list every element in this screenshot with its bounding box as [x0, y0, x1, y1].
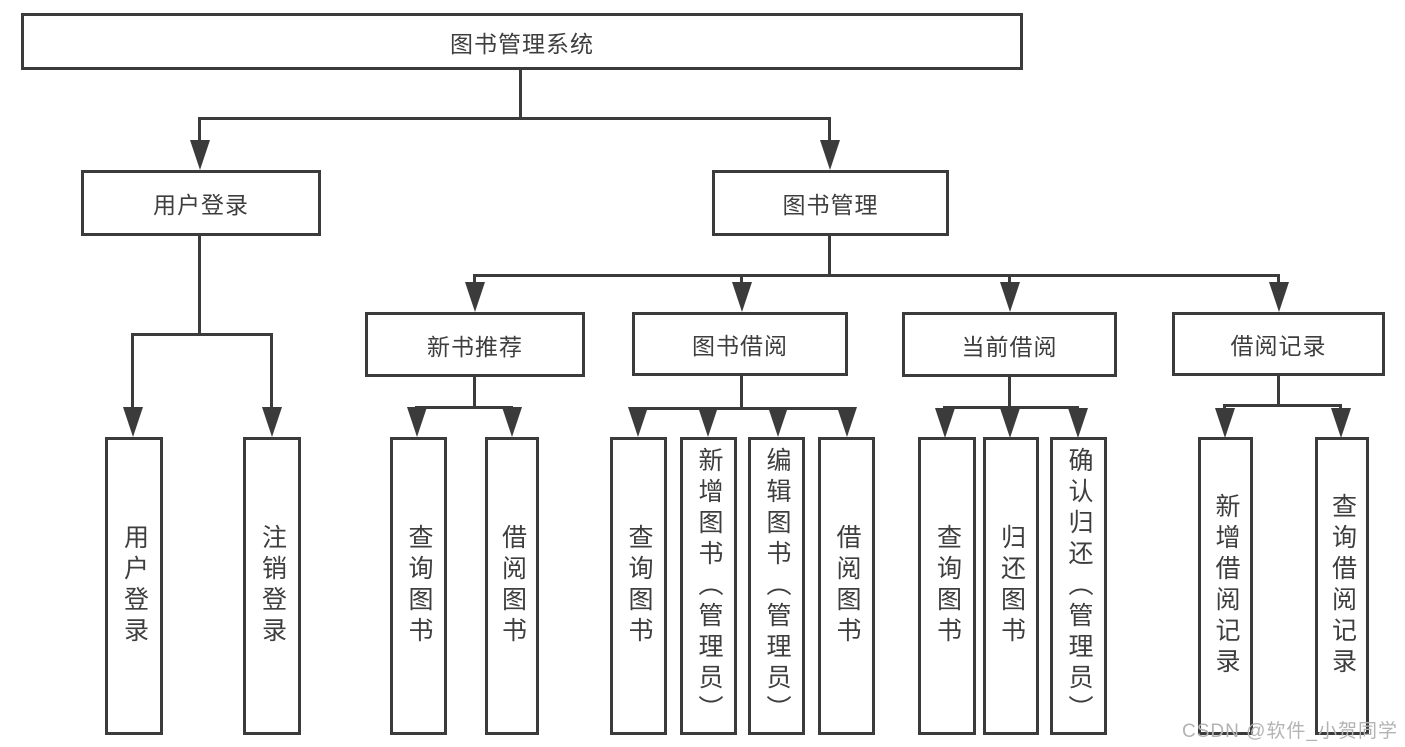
arrow-down-icon [123, 407, 143, 437]
arrow-down-icon [1269, 282, 1289, 312]
connector-line [828, 117, 831, 142]
arrow-down-icon [628, 407, 648, 437]
arrow-down-icon [262, 407, 282, 437]
connector-line [636, 407, 848, 410]
arrow-down-icon [698, 407, 718, 437]
connector-line [198, 117, 831, 120]
leaf-add-borrow-record: 新增借阅记录 [1198, 437, 1253, 735]
node-root: 图书管理系统 [21, 13, 1023, 70]
connector-line [415, 406, 513, 409]
arrow-down-icon [1068, 408, 1088, 438]
connector-line [198, 117, 201, 142]
connector-line [473, 274, 1280, 277]
connector-line [740, 274, 743, 286]
arrow-down-icon [732, 282, 752, 312]
connector-line [1008, 377, 1011, 408]
arrow-down-icon [407, 407, 427, 437]
connector-line [473, 377, 476, 408]
connector-line [519, 69, 522, 118]
arrow-down-icon [502, 407, 522, 437]
arrow-down-icon [768, 407, 788, 437]
connector-line [131, 333, 134, 411]
connector-line [1223, 404, 1342, 407]
connector-line [270, 333, 273, 411]
leaf-user-login: 用户登录 [105, 437, 163, 735]
node-current-borrow: 当前借阅 [902, 312, 1117, 377]
node-book-management: 图书管理 [712, 170, 949, 236]
arrow-down-icon [1000, 408, 1020, 438]
watermark-text: CSDN @软件_小贺同学 [1182, 721, 1398, 742]
leaf-query-borrow-record: 查询借阅记录 [1315, 437, 1369, 735]
leaf-borrow-books-recommend: 借阅图书 [485, 437, 539, 735]
connector-line [1277, 376, 1280, 406]
leaf-logout: 注销登录 [243, 437, 301, 735]
arrow-down-icon [820, 140, 840, 170]
connector-line [131, 333, 273, 336]
arrow-down-icon [1000, 282, 1020, 312]
leaf-query-books-recommend: 查询图书 [390, 437, 447, 735]
node-user-login: 用户登录 [81, 170, 321, 236]
connector-line [828, 236, 831, 276]
arrow-down-icon [935, 408, 955, 438]
arrow-down-icon [190, 140, 210, 170]
leaf-add-books-admin: 新增图书（管理员） [680, 437, 737, 735]
leaf-query-books-current: 查询图书 [918, 437, 976, 735]
connector-line [198, 236, 201, 335]
connector-line [1008, 274, 1011, 286]
arrow-down-icon [1331, 408, 1351, 438]
node-borrow-records: 借阅记录 [1172, 312, 1385, 376]
connector-line [1277, 274, 1280, 286]
arrow-down-icon [1215, 408, 1235, 438]
connector-line [740, 375, 743, 409]
leaf-query-books-borrow: 查询图书 [610, 437, 667, 735]
leaf-return-books: 归还图书 [983, 437, 1039, 735]
arrow-down-icon [837, 407, 857, 437]
node-book-borrow: 图书借阅 [632, 312, 848, 376]
connector-line [473, 274, 476, 286]
leaf-edit-books-admin: 编辑图书（管理员） [748, 437, 805, 735]
connector-line [943, 406, 1079, 409]
arrow-down-icon [465, 282, 485, 312]
node-new-book-recommend: 新书推荐 [365, 312, 585, 377]
leaf-confirm-return-admin: 确认归还（管理员） [1050, 437, 1107, 735]
leaf-borrow-books: 借阅图书 [818, 437, 875, 735]
